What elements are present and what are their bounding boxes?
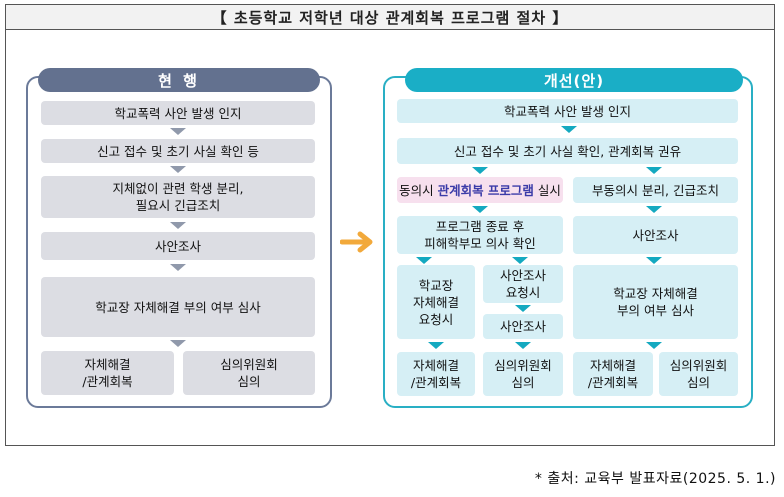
right-arrow-4c [646,257,662,264]
consent-prefix: 동의시 [399,182,438,198]
left-arrow-5 [170,340,186,347]
left-arrow-2 [170,166,186,173]
current-process-header: 현 행 [38,68,320,92]
right-step-investigation-2: 사안조사 [483,314,563,339]
right-step-principal-request: 학교장 자체해결 요청시 [397,265,475,339]
right-arrow-6c [646,342,662,349]
right-arrow-4b [512,257,528,264]
transition-arrow-icon [340,231,373,253]
right-outcome-self-resolution-1: 자체해결 /관계회복 [397,352,475,396]
right-arrow-6b [515,342,531,349]
right-step-investigation-request: 사안조사 요청시 [483,265,563,303]
consent-suffix: 실시 [533,182,561,198]
right-arrow-6a [428,342,444,349]
right-outcome-committee-2: 심의위원회 심의 [659,352,738,396]
right-step-report-recommend: 신고 접수 및 초기 사실 확인, 관계회복 권유 [397,138,738,164]
right-step-consent: 동의시 관계회복 프로그램 실시 [397,177,563,203]
left-step-recognition: 학교폭력 사안 발생 인지 [41,101,315,125]
improved-process-header: 개선(안) [405,68,743,92]
left-outcome-committee: 심의위원회 심의 [183,351,315,395]
left-arrow-1 [170,128,186,135]
left-arrow-3 [170,222,186,229]
right-outcome-committee-1: 심의위원회 심의 [483,352,563,396]
left-outcome-self-resolution: 자체해결 /관계회복 [41,351,174,395]
left-step-report: 신고 접수 및 초기 사실 확인 등 [41,139,315,163]
consent-program-highlight: 관계회복 프로그램 [437,182,534,198]
source-note: * 출처: 교육부 발표자료(2025. 5. 1.) [534,471,776,487]
right-arrow-3a [472,206,488,213]
right-arrow-4a [416,257,432,264]
right-arrow-5 [515,305,531,312]
right-arrow-3b [646,206,662,213]
right-step-recognition: 학교폭력 사안 발생 인지 [397,99,738,123]
right-step-principal-review: 학교장 자체해결 부의 여부 심사 [573,265,738,339]
right-arrow-1 [561,126,577,133]
right-step-program-end: 프로그램 종료 후 피해학부모 의사 확인 [397,216,563,254]
right-arrow-2a [472,167,488,174]
right-step-nonconsent: 부동의시 분리, 긴급조치 [573,177,738,203]
left-step-investigation: 사안조사 [41,232,315,260]
left-step-principal-review: 학교장 자체해결 부의 여부 심사 [41,277,315,337]
left-arrow-4 [170,264,186,271]
right-arrow-2b [646,167,662,174]
right-outcome-self-resolution-2: 자체해결 /관계회복 [573,352,653,396]
right-step-investigation: 사안조사 [573,216,738,254]
left-step-separation: 지체없이 관련 학생 분리, 필요시 긴급조치 [41,176,315,218]
diagram-title: 【 초등학교 저학년 대상 관계회복 프로그램 절차 】 [5,4,775,30]
